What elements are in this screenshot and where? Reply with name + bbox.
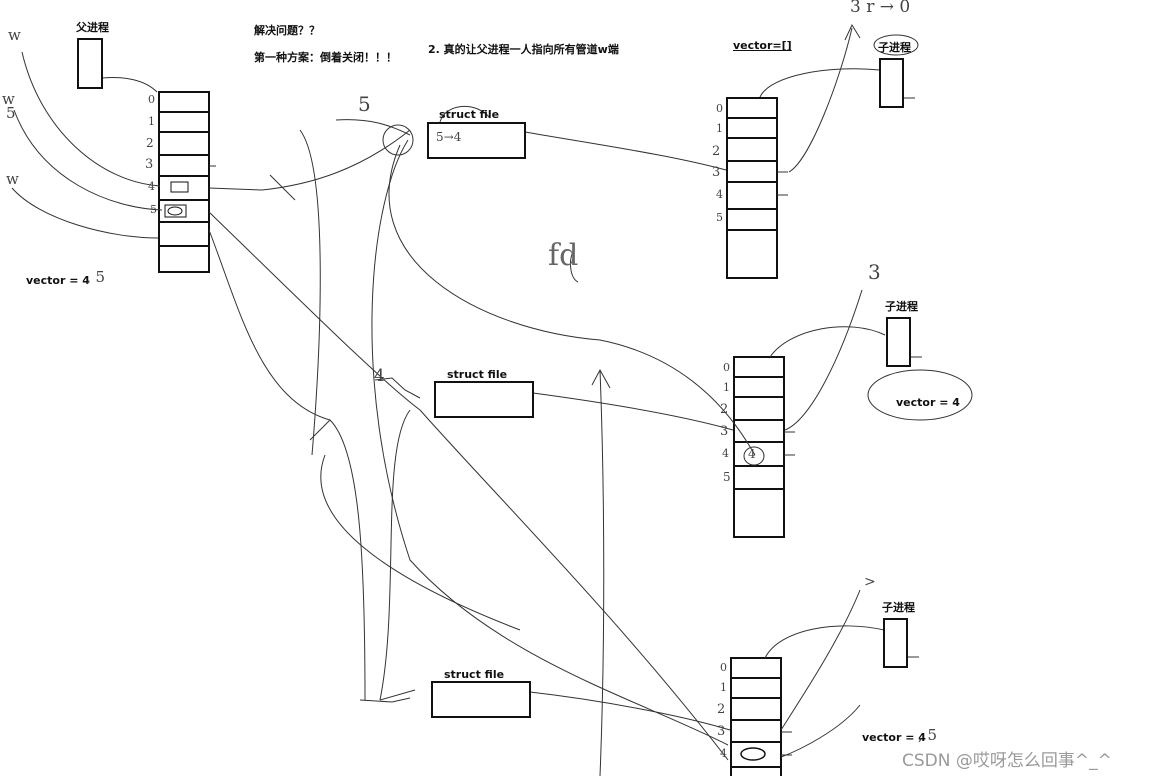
scheme2-text: 2. 真的让父进程一人指向所有管道w端 [428,43,619,56]
struct-file-label-3: struct file [444,668,505,681]
parent-fd-index: 1 [148,115,155,128]
child2-fd-index: 2 [720,402,729,417]
parent-fd-index: 2 [146,136,154,150]
parent-process-box [77,38,103,89]
child1-fd-index: 2 [712,144,721,159]
four-annotation-mid: 4 [374,366,385,386]
child3-process-label: 子进程 [882,601,915,614]
child3-fd-index: 3 [717,724,726,739]
parent-fd-index: 0 [148,93,155,106]
child2-process-label: 子进程 [885,300,918,313]
parent-fd-table [158,91,210,273]
gt-annotation: > [864,574,876,590]
question-text: 解决问题？？ [254,24,320,37]
child1-fd-index: 1 [716,122,723,135]
fd-annotation: fd [548,238,579,273]
child1-fd-table [726,97,778,279]
parent-vector-label: vector = 4 [26,274,90,287]
w-annotation-bottom: w [6,170,19,188]
parent-fd-index: 5 [150,203,157,216]
child3-fd-index: 4 [720,747,727,760]
child3-vector-label: vector = 4 [862,731,926,744]
child3-process-box [883,618,908,668]
struct-file-box-2 [434,381,534,418]
struct-file-1-content: 5→4 [436,130,462,144]
child1-process-box [879,58,904,108]
csdn-watermark: CSDN @哎呀怎么回事^_^ [902,751,1112,771]
child1-fd-index: 5 [716,211,723,224]
three-r-to-zero: 3 r → 0 [850,0,911,17]
struct-file-label-2: struct file [447,368,508,381]
parent-fd-index: 4 [148,180,155,193]
child3-fd-index: 1 [720,681,727,694]
three-annotation-mid: 3 [868,260,881,284]
child2-process-box [886,317,911,367]
child3-fd-table [730,657,782,776]
five-annotation-mid: 5 [358,92,371,116]
five-annotation-left: 5 [6,104,16,122]
struct-file-box-1 [427,122,526,159]
struct-file-box-3 [431,681,531,718]
struct-file-label-1: struct file [439,108,500,121]
child3-fd-index: 2 [717,702,726,717]
child2-fd-index: 1 [723,381,730,394]
w-annotation-top: w [8,26,21,44]
child1-fd-index: 0 [716,102,723,115]
child2-fd-index: 3 [720,424,729,439]
child2-fd-index: 5 [723,470,731,484]
parent-process-label: 父进程 [76,21,109,34]
child1-fd-index: 3 [712,165,721,180]
child2-vector-label: vector = 4 [896,396,960,409]
child2-fd-table [733,356,785,538]
child2-fd4-marker: 4 [748,447,756,461]
vector-empty-label: vector=[] [733,39,792,52]
parent-vector-extra: , 5 [86,268,106,286]
parent-fd-index: 3 [145,157,154,172]
child1-process-label: 子进程 [878,41,911,54]
child2-fd-index: 4 [722,447,729,460]
child3-vector-extra: , 5 [918,726,938,744]
child3-fd-index: 0 [720,661,727,674]
w-annotation-mid: w [2,90,15,108]
scheme1-text: 第一种方案：倒着关闭！！！ [254,51,397,64]
child1-fd-index: 4 [716,188,723,201]
child2-fd-index: 0 [723,361,730,374]
